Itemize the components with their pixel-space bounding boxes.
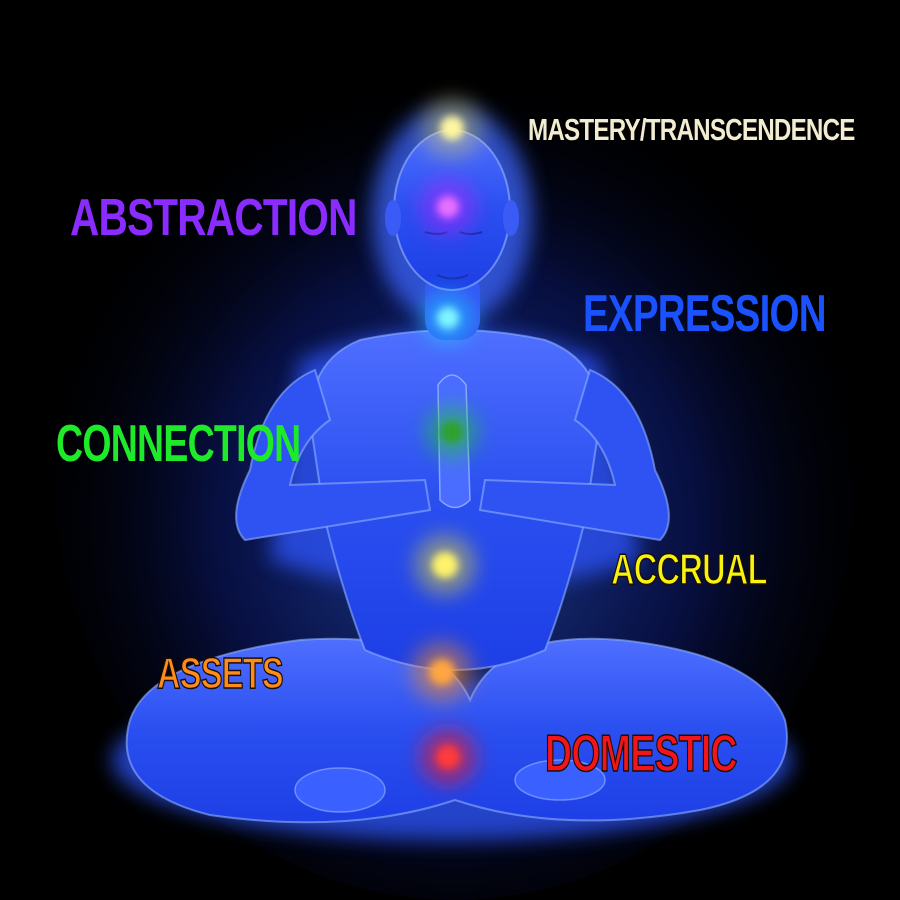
abstraction-label: ABSTRACTION	[70, 189, 357, 247]
assets-label: ASSETS	[156, 649, 284, 698]
mastery-label: MASTERY/TRANSCENDENCE	[528, 112, 855, 147]
sacral-chakra	[412, 642, 472, 702]
heart-chakra	[426, 406, 478, 458]
connection-label: CONNECTION	[56, 415, 301, 473]
domestic-label: DOMESTIC	[544, 725, 738, 783]
expression-label: EXPRESSION	[583, 285, 827, 343]
solar-plexus-chakra	[415, 535, 475, 595]
root-chakra	[420, 729, 476, 785]
accrual-label: ACCRUAL	[610, 545, 768, 594]
crown-chakra	[422, 98, 482, 158]
chakra-points	[412, 98, 482, 785]
third-eye-chakra	[420, 179, 476, 235]
throat-chakra	[422, 292, 474, 344]
